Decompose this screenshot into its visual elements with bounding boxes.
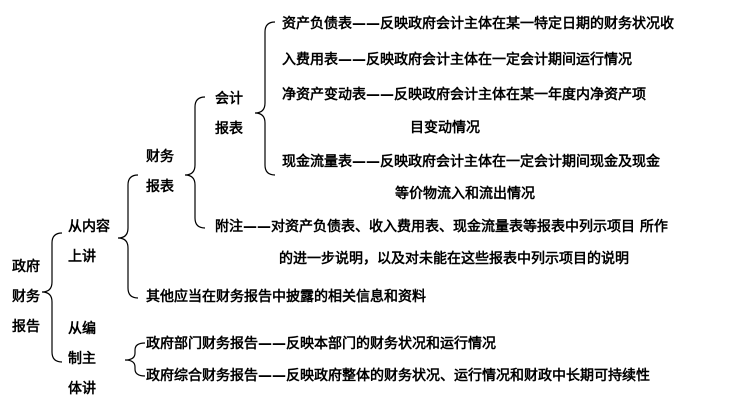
net-assets-change-item: 净资产变动表——反映政府会计主体在某一年度内净资产项	[282, 87, 646, 103]
financial-statements-bracket	[184, 96, 206, 229]
financial-statements-label-line1: 财务	[146, 149, 174, 165]
root-label-line2: 财务	[12, 289, 40, 305]
department-report-item: 政府部门财务报告——反映本部门的财务状况和运行情况	[146, 336, 496, 352]
income-expense-item: 入费用表——反映政府会计主体在一定会计期间运行情况	[282, 52, 632, 68]
content-branch-label-line2: 上讲	[68, 249, 96, 265]
root-label-line3: 报告	[12, 319, 40, 335]
preparer-branch-label-line3: 体讲	[68, 381, 96, 397]
content-branch-label-line1: 从内容	[68, 219, 110, 235]
cash-flow-item: 现金流量表——反映政府会计主体在一定会计期间现金及现金	[282, 154, 660, 170]
accounting-statements-label-line1: 会计	[215, 91, 243, 107]
balance-sheet-item: 资产负债表——反映政府会计主体在某一特定日期的财务状况收	[282, 16, 674, 32]
comprehensive-report-item: 政府综合财务报告——反映政府整体的财务状况、运行情况和财政中长期可持续性	[146, 368, 650, 384]
accounting-statements-bracket	[254, 21, 276, 176]
root-bracket	[41, 232, 63, 363]
accounting-statements-label-line2: 报表	[215, 121, 243, 137]
preparer-branch-label-line2: 制主	[68, 351, 96, 367]
financial-statements-label-line2: 报表	[146, 179, 174, 195]
preparer-branch-label-line1: 从编	[68, 321, 96, 337]
notes-item-cont: 的进一步说明，以及对未能在这些报表中列示项目的说明	[279, 251, 629, 267]
other-info-item: 其他应当在财务报告中披露的相关信息和资料	[146, 289, 426, 305]
content-bracket	[117, 174, 139, 299]
notes-item: 附注——对资产负债表、收入费用表、现金流量表等报表中列示项目 所作	[215, 219, 668, 235]
preparer-bracket	[124, 342, 146, 377]
cash-flow-item-cont: 等价物流入和流出情况	[395, 186, 535, 202]
net-assets-change-item-cont: 目变动情况	[410, 120, 480, 136]
root-label-line1: 政府	[12, 259, 40, 275]
